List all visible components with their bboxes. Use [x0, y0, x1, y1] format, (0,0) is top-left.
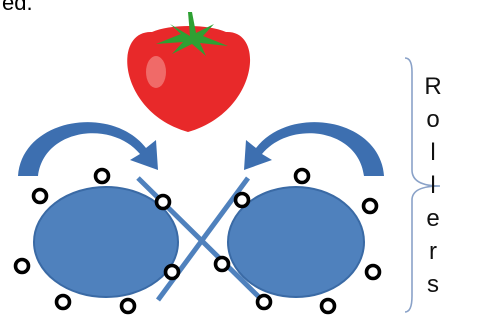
curved-arrow-icon: [244, 122, 384, 176]
roller-ring: [233, 191, 251, 209]
roller-ring: [319, 297, 337, 315]
roller-ring: [361, 197, 379, 215]
rollers-label-letter: l: [430, 139, 435, 166]
roller-ring: [293, 167, 311, 185]
rollers-label-letter: s: [427, 271, 439, 298]
brace: [404, 57, 441, 313]
rollers-label-letter: R: [424, 73, 441, 100]
roller-ring: [93, 167, 111, 185]
roller-ring: [364, 263, 382, 281]
roller-rings: [13, 167, 382, 315]
curved-arrow-icon: [18, 122, 158, 176]
roller-ring: [163, 263, 181, 281]
roller-ring: [119, 297, 137, 315]
tomato-icon: [127, 12, 251, 132]
roller-ring: [13, 257, 31, 275]
roller-ring: [255, 293, 273, 311]
top-text-fragment: ed.: [2, 0, 33, 15]
rollers-label-letter: l: [430, 172, 435, 199]
rollers-label-letter: e: [426, 205, 439, 232]
rollers-label-letter: r: [429, 238, 437, 265]
roller-ring: [213, 255, 231, 273]
rollers-label-letter: o: [426, 106, 439, 133]
roller-ring: [31, 187, 49, 205]
roller-ring: [54, 293, 72, 311]
roller-left: [33, 186, 179, 298]
roller-ring: [154, 193, 172, 211]
roller-right: [227, 186, 365, 298]
